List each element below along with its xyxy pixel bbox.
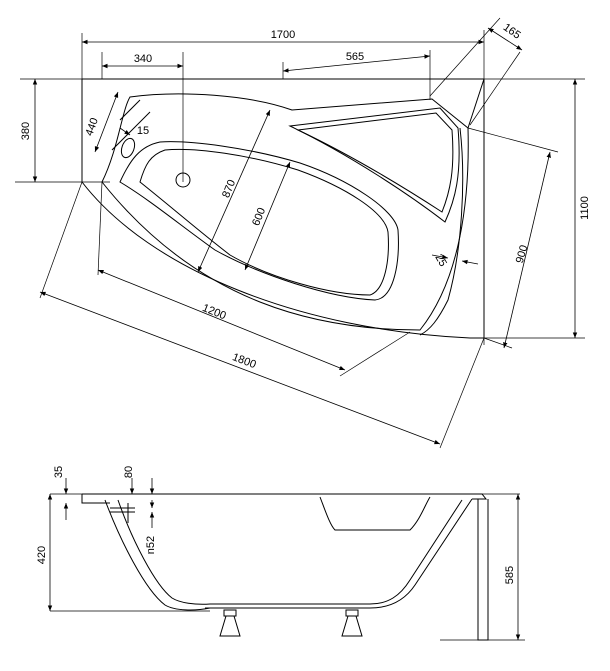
dim-outer-diagonal: 1800 [230, 351, 257, 371]
bath-rim-inner [101, 93, 469, 331]
dim-right-side: 900 [514, 244, 531, 265]
dim-overall-length: 1700 [271, 29, 295, 41]
dim-bottom-width: 600 [250, 206, 268, 228]
bath-basin [111, 99, 464, 336]
dim-right-radius: 25 [432, 252, 449, 269]
bath-section-profile [81, 493, 489, 641]
dim-drain-depth: 380 [20, 122, 32, 140]
dim-total-height: 585 [504, 566, 516, 584]
dim-overall-width: 1100 [579, 196, 591, 220]
dim-drain-offset: 340 [134, 53, 152, 65]
dim-inner-diagonal: 1200 [201, 302, 228, 322]
dim-overflow-offset: 80 [123, 466, 135, 478]
bath-feet [205, 607, 365, 637]
dim-overflow-label: n52 [145, 536, 157, 554]
dim-rim-thickness: 35 [53, 466, 65, 478]
dim-drain-radius: 15 [137, 125, 149, 137]
dim-left-edge: 440 [83, 116, 101, 137]
dim-inner-height: 420 [36, 546, 48, 564]
bath-outer-rim [81, 78, 485, 339]
dim-basin-width: 870 [220, 178, 238, 200]
dim-inner-length: 565 [346, 51, 364, 63]
plan-view: 1700 340 565 165 380 440 15 870 600 25 [15, 17, 591, 449]
section-view: 35 80 n52 420 585 [36, 466, 525, 641]
